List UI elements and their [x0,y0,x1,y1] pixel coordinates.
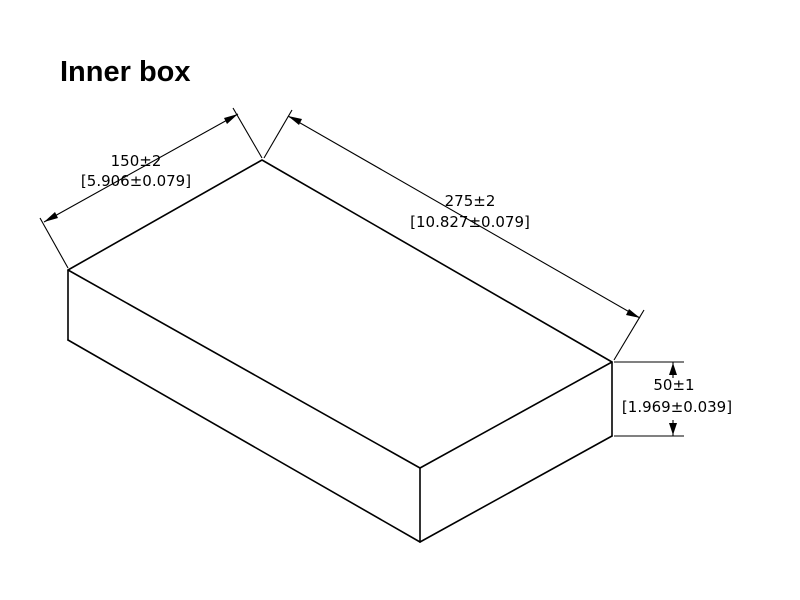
height-metric-label: 50±1 [653,376,694,394]
width-arrow-right [224,114,238,124]
box-top-face [67,159,613,469]
length-metric-label: 275±2 [445,192,496,210]
length-dimension-line [287,115,641,319]
length-arrow-right [626,309,640,318]
length-arrow-left [288,116,302,125]
width-metric-label: 150±2 [111,152,162,170]
box-bottom-right-edge [419,435,613,543]
width-dimension: 150±2 [5.906±0.079] [39,107,263,269]
width-dimension-line [43,113,239,223]
width-arrow-left [44,212,58,222]
height-imperial-label: [1.969±0.039] [622,398,732,416]
height-arrow-bottom [669,423,677,435]
width-extension-line-right [232,107,263,159]
length-extension-line-left [263,109,293,159]
width-imperial-label: [5.906±0.079] [81,172,191,190]
height-dimension: 50±1 [1.969±0.039] [614,361,732,437]
box-outline [67,159,613,543]
length-imperial-label: [10.827±0.079] [410,213,530,231]
length-extension-line-right [613,309,645,361]
length-dimension: 275±2 [10.827±0.079] [263,109,645,361]
width-extension-line-left [39,217,69,269]
height-arrow-top [669,363,677,375]
page-title: Inner box [60,56,191,88]
box-bottom-left-edge [67,339,421,543]
